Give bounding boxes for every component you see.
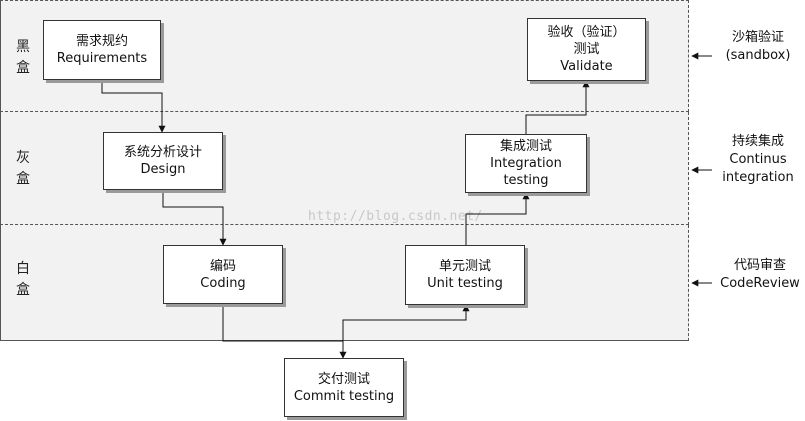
sandbox-label: 沙箱验证 (sandbox) [718, 29, 798, 65]
connector-design-coding [162, 190, 227, 246]
unit-en: Unit testing [427, 276, 503, 291]
grey-box-label: 灰 盒 [16, 150, 30, 187]
validate-cn2: 测试 [573, 42, 600, 57]
validate-en: Validate [560, 59, 613, 74]
review-label: 代码审查 CodeReview [716, 257, 804, 293]
integration-en2: testing [503, 173, 549, 188]
connector-commit-unit [342, 304, 470, 358]
validate-cn: 验收（验证） [547, 25, 626, 40]
design-cn: 系统分析设计 [123, 145, 202, 160]
commit-en: Commit testing [293, 388, 395, 404]
sandbox-en: (sandbox) [725, 48, 791, 63]
ci-label: 持续集成 Continus integration [716, 133, 800, 187]
coding-cn: 编码 [209, 258, 236, 274]
connector-integration-validate [525, 80, 590, 134]
ci-en2: integration [722, 170, 794, 185]
connector-unit-integration [465, 192, 530, 245]
review-cn: 代码审查 [733, 258, 786, 273]
validate-node: 验收（验证） 测试 Validate [527, 18, 646, 81]
coding-node: 编码 Coding [163, 245, 283, 304]
review-en: CodeReview [720, 276, 800, 291]
integration-testing-node: 集成测试 Integration testing [465, 134, 587, 193]
connector-requirements-design [101, 80, 166, 133]
unit-testing-node: 单元测试 Unit testing [405, 245, 525, 305]
black-box-label: 黑 盒 [16, 39, 30, 76]
white-box-label: 白 盒 [16, 261, 30, 298]
design-node: 系统分析设计 Design [103, 132, 223, 190]
commit-cn: 交付测试 [317, 371, 370, 387]
coding-en: Coding [200, 275, 246, 291]
connector-coding-commit [222, 304, 347, 359]
requirements-cn: 需求规约 [75, 34, 128, 49]
ci-en: Continus [729, 152, 787, 167]
ci-cn: 持续集成 [731, 134, 784, 149]
white-box-band: 白 盒 [0, 225, 689, 341]
design-en: Design [140, 162, 186, 177]
watermark: http://blog.csdn.net/ [308, 209, 483, 224]
unit-cn: 单元测试 [438, 259, 491, 274]
integration-cn: 集成测试 [499, 139, 552, 154]
sandbox-cn: 沙箱验证 [731, 30, 784, 45]
integration-en: Integration [490, 156, 562, 171]
commit-testing-node: 交付测试 Commit testing [284, 358, 404, 417]
requirements-en: Requirements [56, 51, 148, 66]
requirements-node: 需求规约 Requirements [43, 20, 161, 80]
